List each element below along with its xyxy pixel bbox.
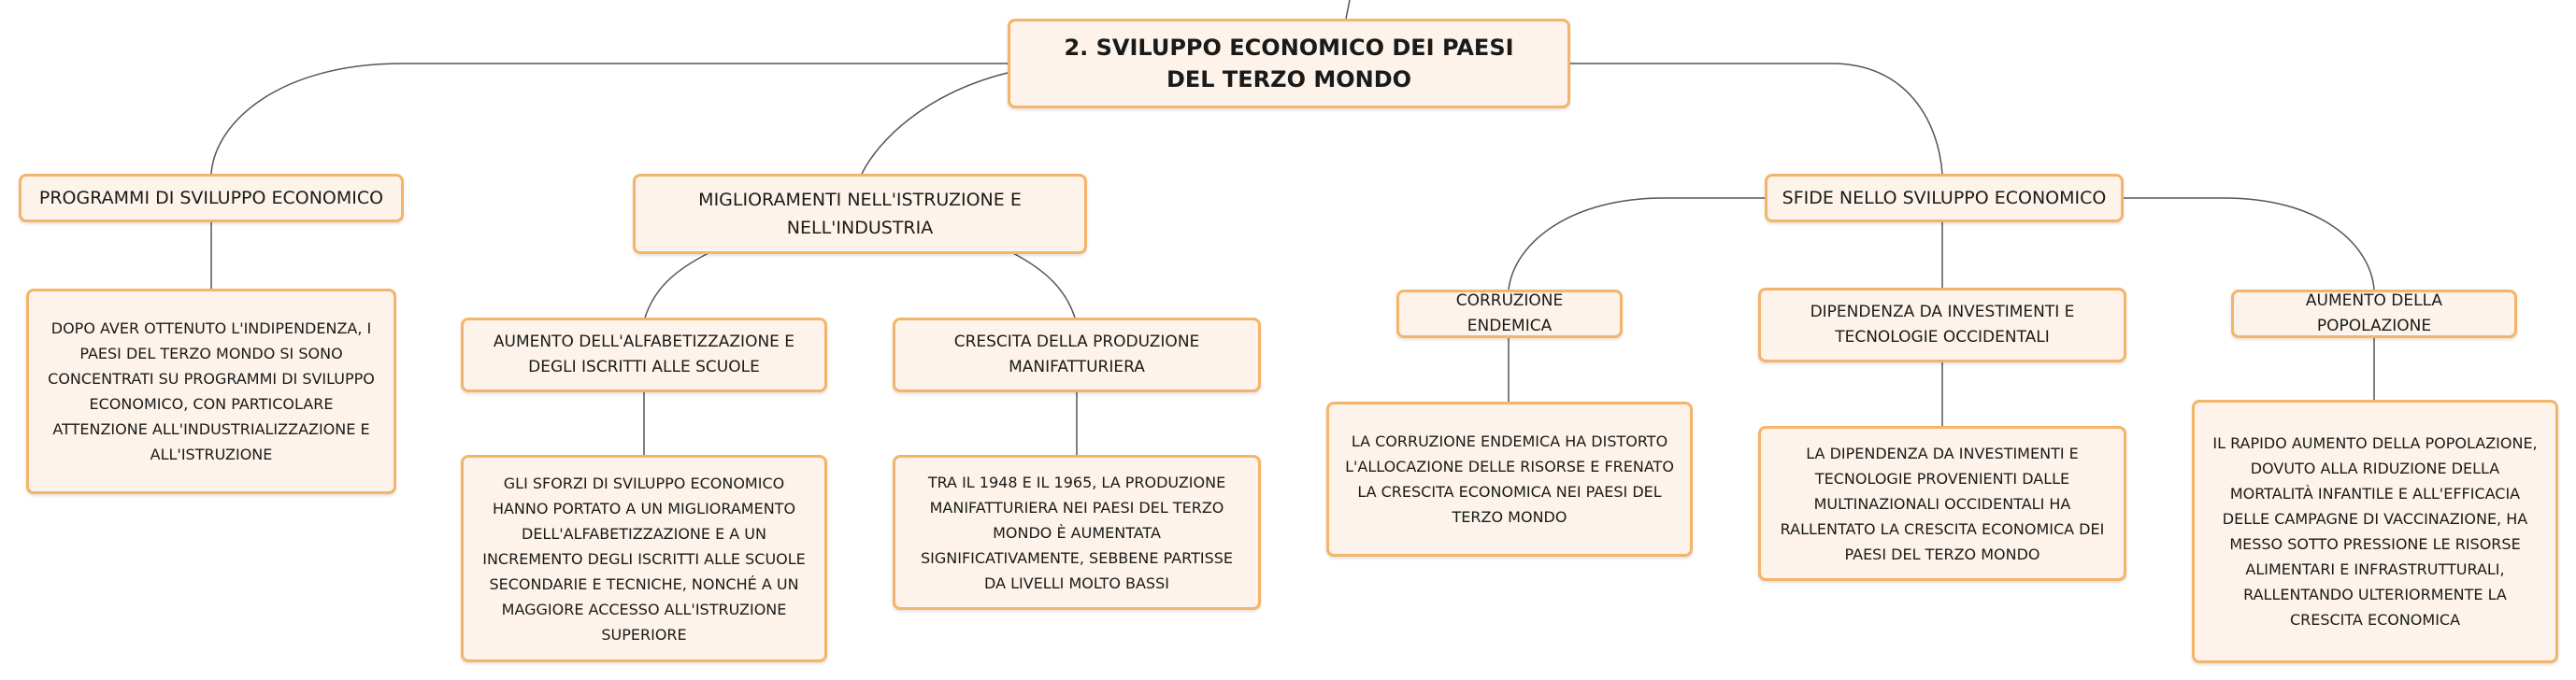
node-corruzione-endemica-label: CORRUZIONE ENDEMICA [1455,291,1564,335]
node-alfabetizzazione-detail-text: GLI SFORZI DI SVILUPPO ECONOMICO HANNO P… [482,474,806,644]
node-dipendenza-investimenti-detail-text: LA DIPENDENZA DA INVESTIMENTI E TECNOLOG… [1780,444,2105,563]
node-dipendenza-investimenti[interactable]: DIPENDENZA DA INVESTIMENTI E TECNOLOGIE … [1758,288,2126,362]
node-miglioramenti-label: MIGLIORAMENTI NELL'ISTRUZIONE E NELL'IND… [698,190,1022,238]
node-alfabetizzazione[interactable]: AUMENTO DELL'ALFABETIZZAZIONE E DEGLI IS… [461,318,827,392]
node-dipendenza-investimenti-label: DIPENDENZA DA INVESTIMENTI E TECNOLOGIE … [1810,303,2075,347]
node-corruzione-endemica-detail[interactable]: LA CORRUZIONE ENDEMICA HA DISTORTO L'ALL… [1326,402,1693,557]
node-produzione-manifatturiera-detail[interactable]: TRA IL 1948 E IL 1965, LA PRODUZIONE MAN… [893,455,1261,610]
node-aumento-popolazione-label: AUMENTO DELLA POPOLAZIONE [2305,291,2443,335]
node-alfabetizzazione-label: AUMENTO DELL'ALFABETIZZAZIONE E DEGLI IS… [493,333,795,376]
connector-sfide-to-corruzione [1508,197,1765,290]
connector-miglioramenti-to-produzione [1010,251,1076,319]
connector-miglioramenti-to-alfabetizzazione [644,251,711,319]
node-produzione-manifatturiera-label: CRESCITA DELLA PRODUZIONE MANIFATTURIERA [953,333,1200,376]
root-node[interactable]: 2. SVILUPPO ECONOMICO DEI PAESI DEL TERZ… [1008,19,1570,108]
node-aumento-popolazione-detail-text: IL RAPIDO AUMENTO DELLA POPOLAZIONE, DOV… [2212,434,2538,629]
node-aumento-popolazione-detail[interactable]: IL RAPIDO AUMENTO DELLA POPOLAZIONE, DOV… [2192,400,2558,663]
node-programmi-sviluppo-label: PROGRAMMI DI SVILUPPO ECONOMICO [38,188,384,208]
node-sfide-sviluppo[interactable]: SFIDE NELLO SVILUPPO ECONOMICO [1765,174,2124,222]
node-corruzione-endemica-detail-text: LA CORRUZIONE ENDEMICA HA DISTORTO L'ALL… [1345,432,1674,526]
node-alfabetizzazione-detail[interactable]: GLI SFORZI DI SVILUPPO ECONOMICO HANNO P… [461,455,827,662]
node-programmi-sviluppo-detail-text: DOPO AVER OTTENUTO L'INDIPENDENZA, I PAE… [48,319,375,463]
root-title: 2. SVILUPPO ECONOMICO DEI PAESI DEL TERZ… [1064,35,1514,92]
node-dipendenza-investimenti-detail[interactable]: LA DIPENDENZA DA INVESTIMENTI E TECNOLOG… [1758,426,2126,581]
node-programmi-sviluppo-detail[interactable]: DOPO AVER OTTENUTO L'INDIPENDENZA, I PAE… [26,289,396,494]
node-miglioramenti[interactable]: MIGLIORAMENTI NELL'ISTRUZIONE E NELL'IND… [633,174,1087,254]
node-programmi-sviluppo[interactable]: PROGRAMMI DI SVILUPPO ECONOMICO [19,174,404,222]
node-corruzione-endemica[interactable]: CORRUZIONE ENDEMICA [1396,290,1623,338]
connector-root-to-sfide [1570,63,1943,175]
node-produzione-manifatturiera[interactable]: CRESCITA DELLA PRODUZIONE MANIFATTURIERA [893,318,1261,392]
connector-sfide-to-popolazione [2122,197,2375,290]
node-aumento-popolazione[interactable]: AUMENTO DELLA POPOLAZIONE [2231,290,2517,338]
connector-root-top [1345,0,1351,20]
node-produzione-manifatturiera-detail-text: TRA IL 1948 E IL 1965, LA PRODUZIONE MAN… [921,473,1233,592]
connector-root-to-programmi [210,63,1008,175]
connector-root-to-miglioramenti [861,72,1009,175]
node-sfide-sviluppo-label: SFIDE NELLO SVILUPPO ECONOMICO [1782,188,2107,208]
